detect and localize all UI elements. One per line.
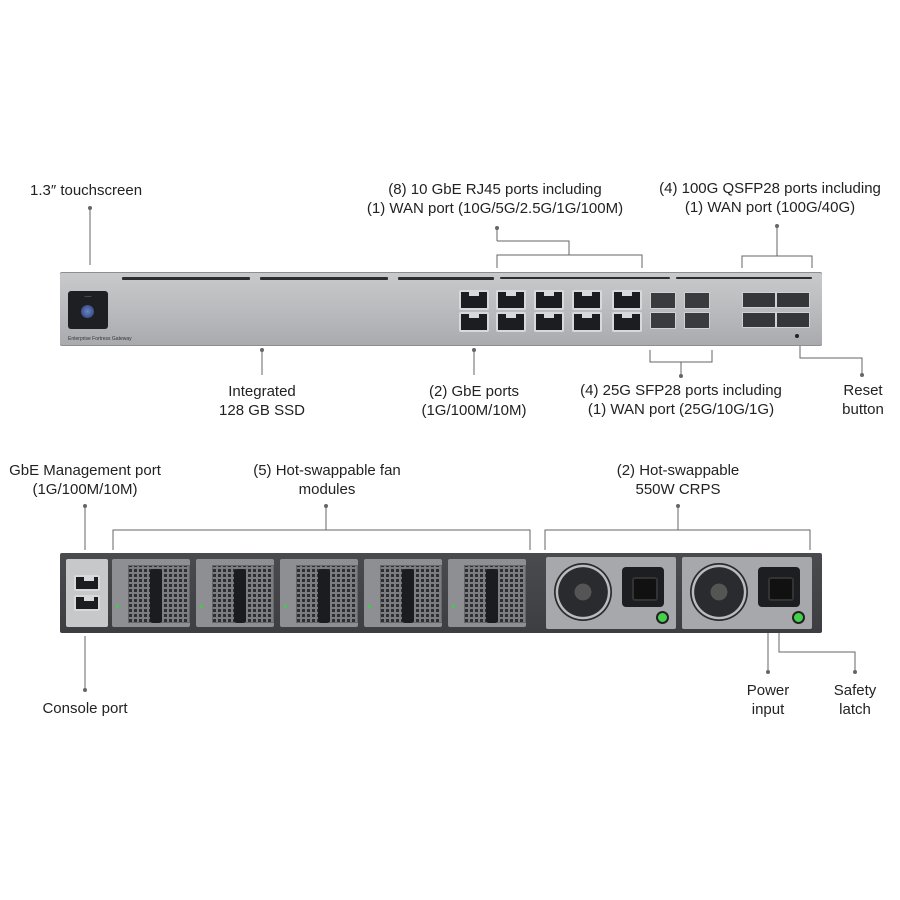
power-supply[interactable] — [682, 557, 812, 629]
vent-slot — [500, 277, 670, 279]
console-port[interactable] — [74, 595, 100, 611]
power-inlet[interactable] — [622, 567, 664, 607]
management-port[interactable] — [74, 575, 100, 591]
label-gbe-ports: (2) GbE ports(1G/100M/10M) — [421, 383, 527, 419]
sfp28-port[interactable] — [684, 292, 710, 309]
rear-panel — [60, 553, 822, 633]
fan-module[interactable] — [280, 559, 358, 627]
rj45-port[interactable] — [496, 312, 526, 332]
status-led-icon — [200, 605, 203, 608]
fan-handle[interactable] — [486, 569, 498, 623]
rj45-port[interactable] — [572, 312, 602, 332]
rj45-port[interactable] — [612, 290, 642, 310]
qsfp28-port[interactable] — [742, 292, 776, 308]
power-inlet[interactable] — [758, 567, 800, 607]
label-qsfp-ports: (4) 100G QSFP28 ports including(1) WAN p… — [659, 180, 881, 216]
vent-slot — [122, 277, 250, 280]
vent-slot — [398, 277, 494, 280]
qsfp28-port[interactable] — [776, 292, 810, 308]
status-led-icon — [452, 605, 455, 608]
status-led-icon — [368, 605, 371, 608]
management-module — [66, 559, 108, 627]
fan-handle[interactable] — [318, 569, 330, 623]
qsfp28-port[interactable] — [776, 312, 810, 328]
gbe-port[interactable] — [459, 312, 489, 332]
fan-handle[interactable] — [150, 569, 162, 623]
sfp28-port[interactable] — [650, 292, 676, 309]
reset-button[interactable] — [795, 334, 799, 338]
gbe-port[interactable] — [459, 290, 489, 310]
rj45-port[interactable] — [496, 290, 526, 310]
vent-slot — [676, 277, 812, 279]
safety-latch[interactable] — [656, 611, 669, 624]
vent-slot — [260, 277, 388, 280]
label-touchscreen: 1.3″ touchscreen — [30, 182, 143, 199]
power-supply[interactable] — [546, 557, 676, 629]
psu-fan-icon — [690, 563, 748, 621]
fan-handle[interactable] — [402, 569, 414, 623]
rj45-port[interactable] — [534, 312, 564, 332]
rj45-port[interactable] — [612, 312, 642, 332]
sfp28-port[interactable] — [684, 312, 710, 329]
rj45-port[interactable] — [534, 290, 564, 310]
screen-logo-icon — [81, 305, 94, 318]
fan-module[interactable] — [112, 559, 190, 627]
label-console-port: Console port — [42, 700, 128, 717]
fan-module[interactable] — [364, 559, 442, 627]
status-led-icon — [284, 605, 287, 608]
fan-module[interactable] — [448, 559, 526, 627]
psu-fan-icon — [554, 563, 612, 621]
safety-latch[interactable] — [792, 611, 805, 624]
qsfp28-port[interactable] — [742, 312, 776, 328]
brand-text: Enterprise Fortress Gateway — [68, 336, 132, 342]
label-sfp-ports: (4) 25G SFP28 ports including(1) WAN por… — [580, 382, 782, 418]
label-management-port: GbE Management port(1G/100M/10M) — [9, 462, 161, 498]
status-led-icon — [116, 605, 119, 608]
label-rj45-ports: (8) 10 GbE RJ45 ports including(1) WAN p… — [366, 181, 624, 217]
touchscreen-display[interactable]: ~~~ — [68, 291, 108, 329]
rj45-port[interactable] — [572, 290, 602, 310]
front-panel: ~~~ Enterprise Fortress Gateway — [60, 272, 822, 346]
sfp28-port[interactable] — [650, 312, 676, 329]
fan-module[interactable] — [196, 559, 274, 627]
fan-handle[interactable] — [234, 569, 246, 623]
